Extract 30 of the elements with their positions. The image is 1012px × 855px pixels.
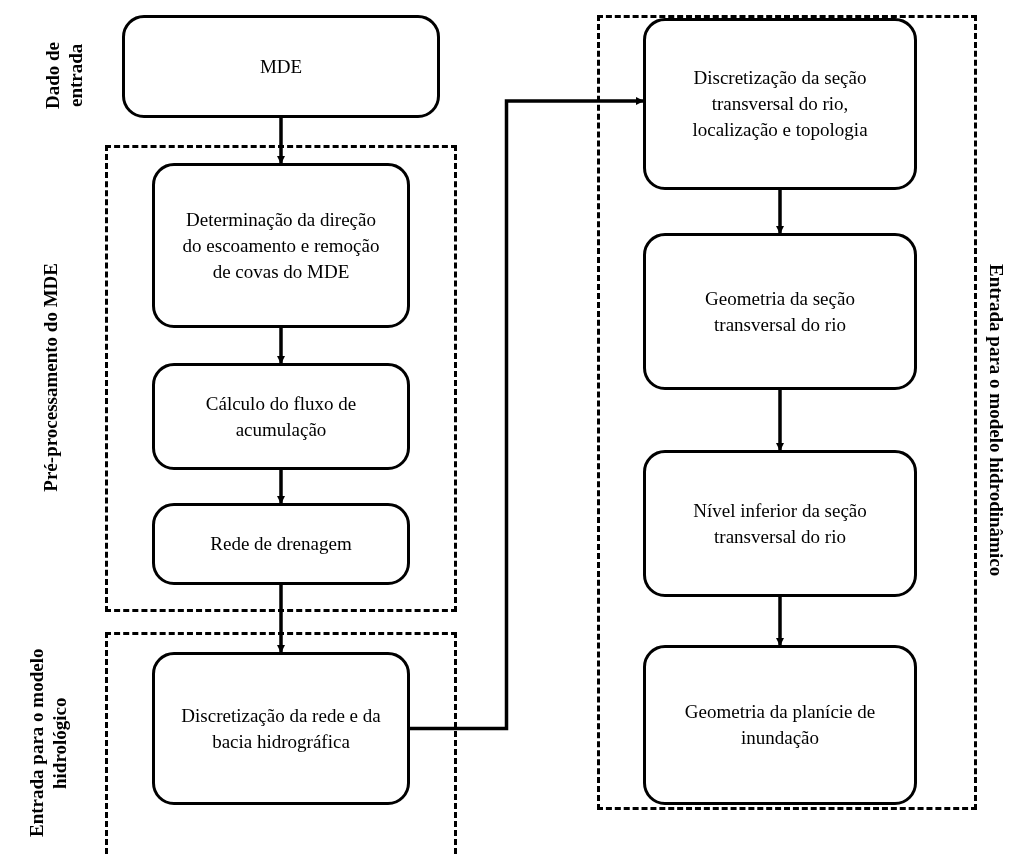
box-text: Determinação da direção do escoamento e remoção de covas do MDE <box>181 207 381 284</box>
box-text: Cálculo do fluxo de acumulação <box>204 391 358 442</box>
arrow <box>776 390 784 451</box>
arrow <box>776 597 784 646</box>
arrow <box>277 328 285 364</box>
arrow <box>277 118 285 164</box>
process-box <box>643 450 917 597</box>
box-text: Discretização da seção transversal do rio, localização e topologia <box>691 66 869 142</box>
process-box <box>122 15 440 118</box>
side-label: Dado de entrada <box>41 40 87 111</box>
box-text: Rede de drenagem <box>210 532 352 556</box>
process-box <box>643 18 917 190</box>
arrow <box>277 470 285 504</box>
box-text: Discretização da rede e da bacia hidrográfica <box>180 703 382 754</box>
process-box <box>643 645 917 805</box>
process-box <box>152 652 410 805</box>
group-label: Entrada para o modelo hidrodinâmico <box>984 263 1008 577</box>
box-text: Nível inferior da seção transversal do rio <box>692 498 868 549</box>
group-label: Entrada para o modelo hidrológico <box>25 647 71 840</box>
process-box <box>643 233 917 390</box>
process-box <box>152 163 410 328</box>
process-box <box>152 363 410 470</box>
arrow <box>776 190 784 234</box>
group-label: Pré-processamento do MDE <box>38 263 62 492</box>
process-box <box>152 503 410 585</box>
arrow <box>410 97 644 731</box>
arrow <box>277 585 285 653</box>
box-text: Geometria da planície de inundação <box>683 700 877 750</box>
box-text: Geometria da seção transversal do rio <box>704 286 856 337</box>
box-text: MDE <box>259 54 303 79</box>
